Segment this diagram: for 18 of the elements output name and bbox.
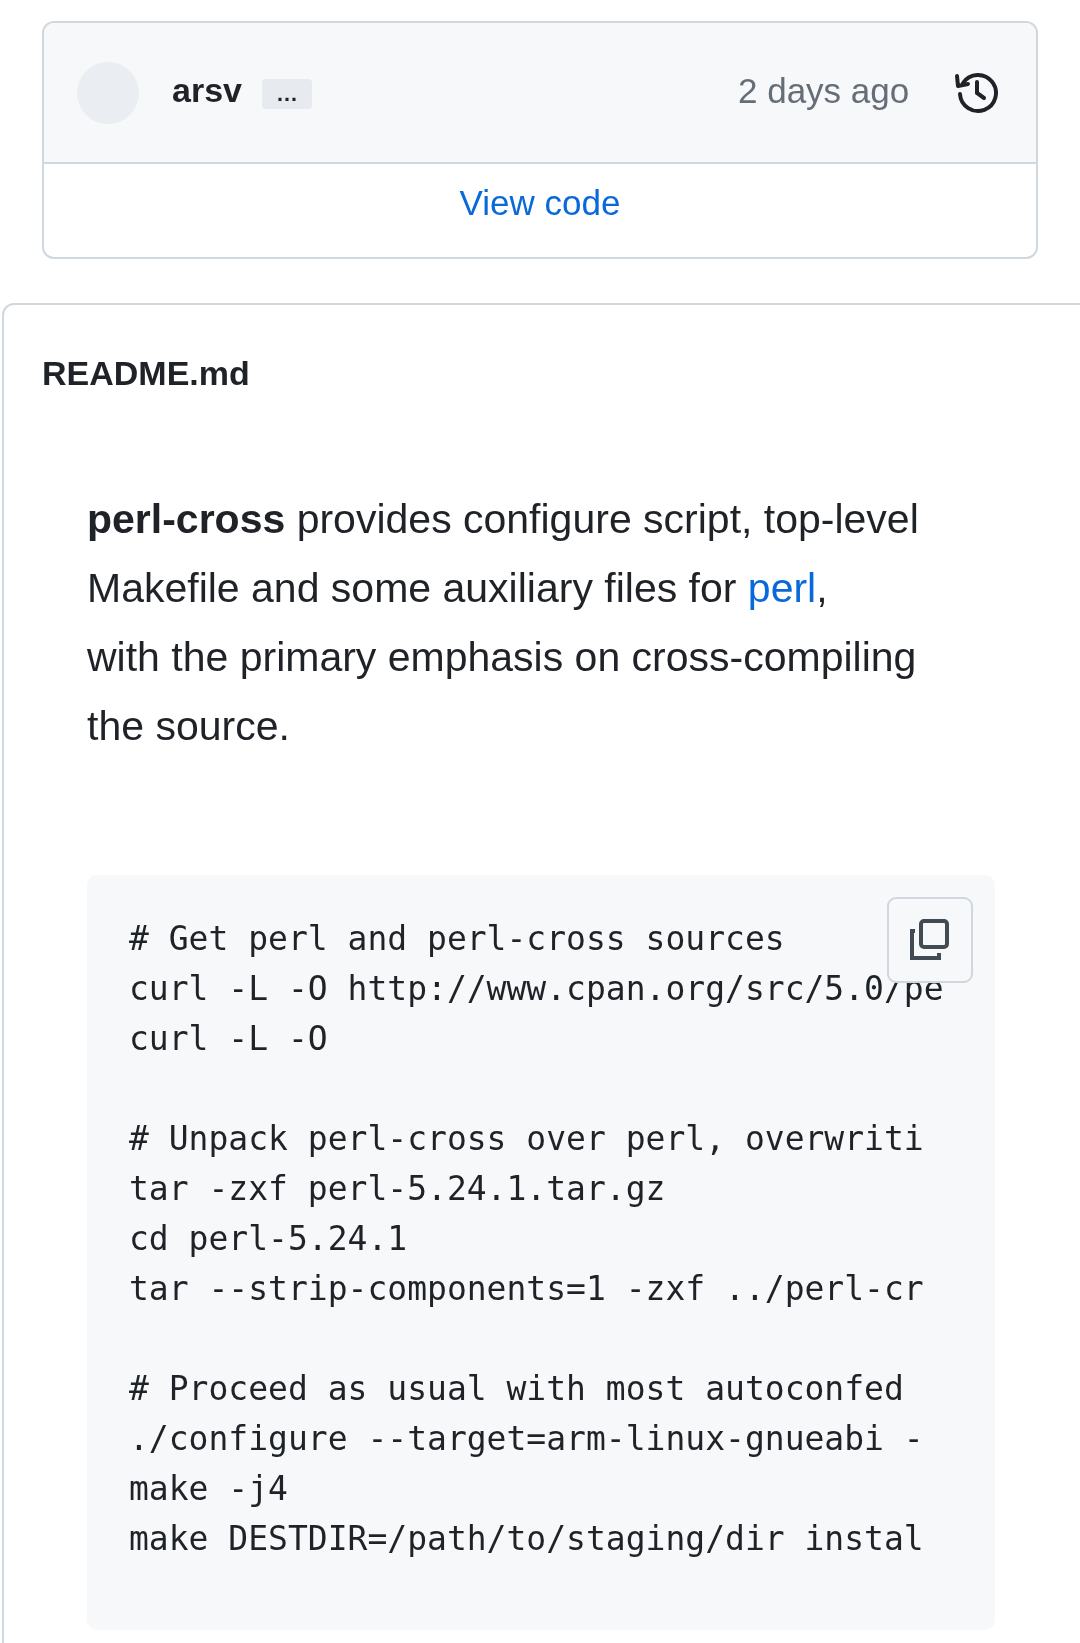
code-line: make DESTDIR=/path/to/staging/dir instal bbox=[129, 1519, 924, 1559]
link: perl bbox=[747, 565, 817, 611]
username: arsv bbox=[172, 71, 242, 110]
code-line: curl -L -O http://www.cpan.org/src/5.0/pe bbox=[129, 969, 944, 1009]
file-name: README.md bbox=[42, 354, 250, 393]
description-paragraph: perl-cross provides configure script, top-level Makefile and some auxiliary files for perl, with the primary emphasis on cross-compiling the source. bbox=[87, 495, 920, 751]
ellipsis-button: … bbox=[262, 79, 312, 109]
code-line: curl -L -O bbox=[129, 1019, 328, 1059]
code-comment: # Unpack perl-cross over perl, overwriti bbox=[129, 1119, 924, 1159]
code-line: tar -zxf perl-5.24.1.tar.gz bbox=[129, 1169, 666, 1209]
code-line: ./configure --target=arm-linux-gnueabi - bbox=[129, 1419, 924, 1459]
code-comment: # Proceed as usual with most autoconfed bbox=[129, 1369, 904, 1409]
code-line: make -j4 bbox=[129, 1469, 288, 1509]
code-line: cd perl-5.24.1 bbox=[129, 1219, 408, 1259]
code-comment: # Get perl and perl-cross sources bbox=[129, 919, 785, 959]
view-code-link: View code bbox=[458, 183, 622, 223]
code-line: tar --strip-components=1 -zxf ../perl-cr bbox=[129, 1269, 924, 1309]
timestamp: 2 days ago bbox=[738, 71, 910, 111]
